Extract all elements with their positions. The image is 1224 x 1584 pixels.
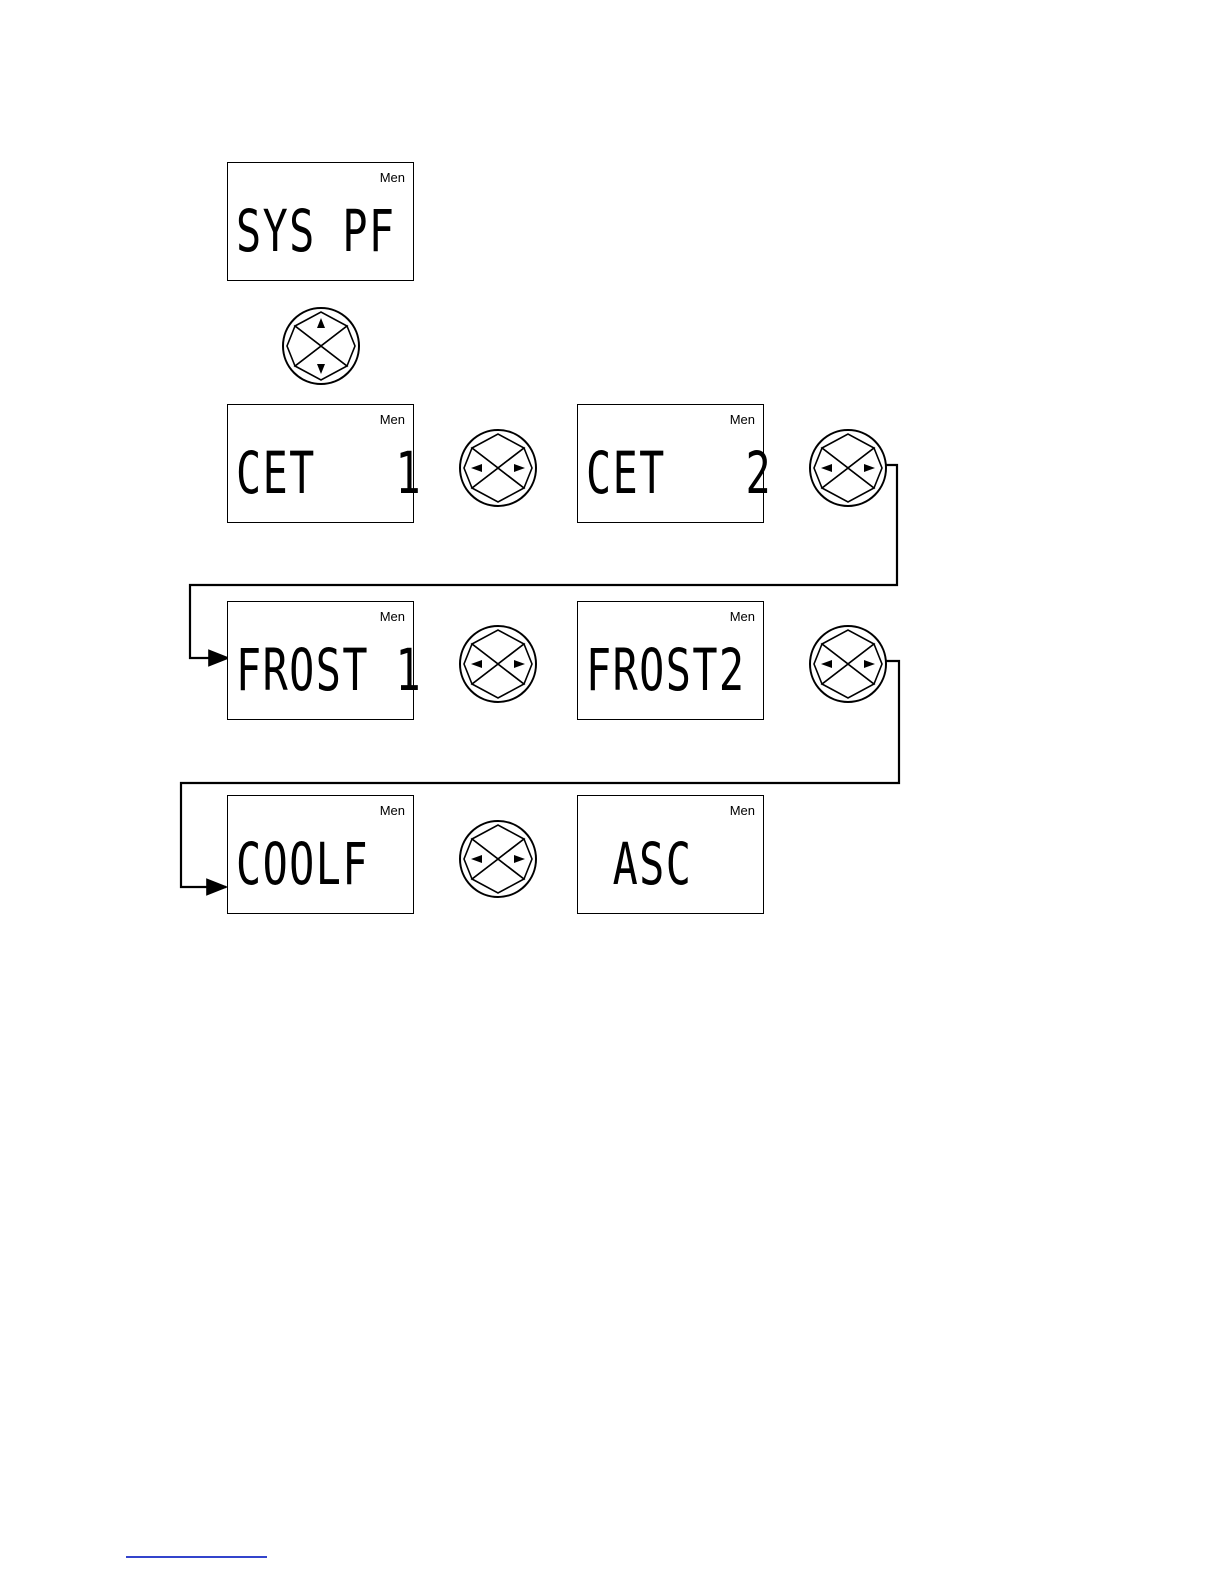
left-right-arrow-keypad-icon <box>808 624 888 704</box>
up-down-arrow-keypad-icon <box>281 306 361 386</box>
lcd-readout: CET 1 <box>236 444 422 502</box>
lcd-screen-coolf: Men COOLF <box>227 795 414 914</box>
lcd-readout: FROST 1 <box>236 641 422 699</box>
left-right-arrow-keypad-icon <box>458 624 538 704</box>
menu-tag: Men <box>730 803 755 818</box>
menu-tag: Men <box>730 412 755 427</box>
menu-tag: Men <box>380 803 405 818</box>
menu-tag: Men <box>380 609 405 624</box>
lcd-screen-cet-1: Men CET 1 <box>227 404 414 523</box>
left-right-arrow-keypad-icon <box>808 428 888 508</box>
lcd-readout: ASC <box>586 835 692 893</box>
left-right-arrow-keypad-icon <box>458 428 538 508</box>
lcd-readout: CET 2 <box>586 444 772 502</box>
lcd-readout: FROST2 <box>586 641 745 699</box>
lcd-screen-asc: Men ASC <box>577 795 764 914</box>
menu-tag: Men <box>380 170 405 185</box>
left-right-arrow-keypad-icon <box>458 819 538 899</box>
lcd-screen-cet-2: Men CET 2 <box>577 404 764 523</box>
lcd-screen-frost-2: Men FROST2 <box>577 601 764 720</box>
menu-tag: Men <box>730 609 755 624</box>
lcd-screen-frost-1: Men FROST 1 <box>227 601 414 720</box>
lcd-readout: COOLF <box>236 835 369 893</box>
footer-rule <box>126 1556 267 1558</box>
lcd-readout: SYS PF <box>236 202 395 260</box>
lcd-screen-sys-pf: Men SYS PF <box>227 162 414 281</box>
menu-tag: Men <box>380 412 405 427</box>
